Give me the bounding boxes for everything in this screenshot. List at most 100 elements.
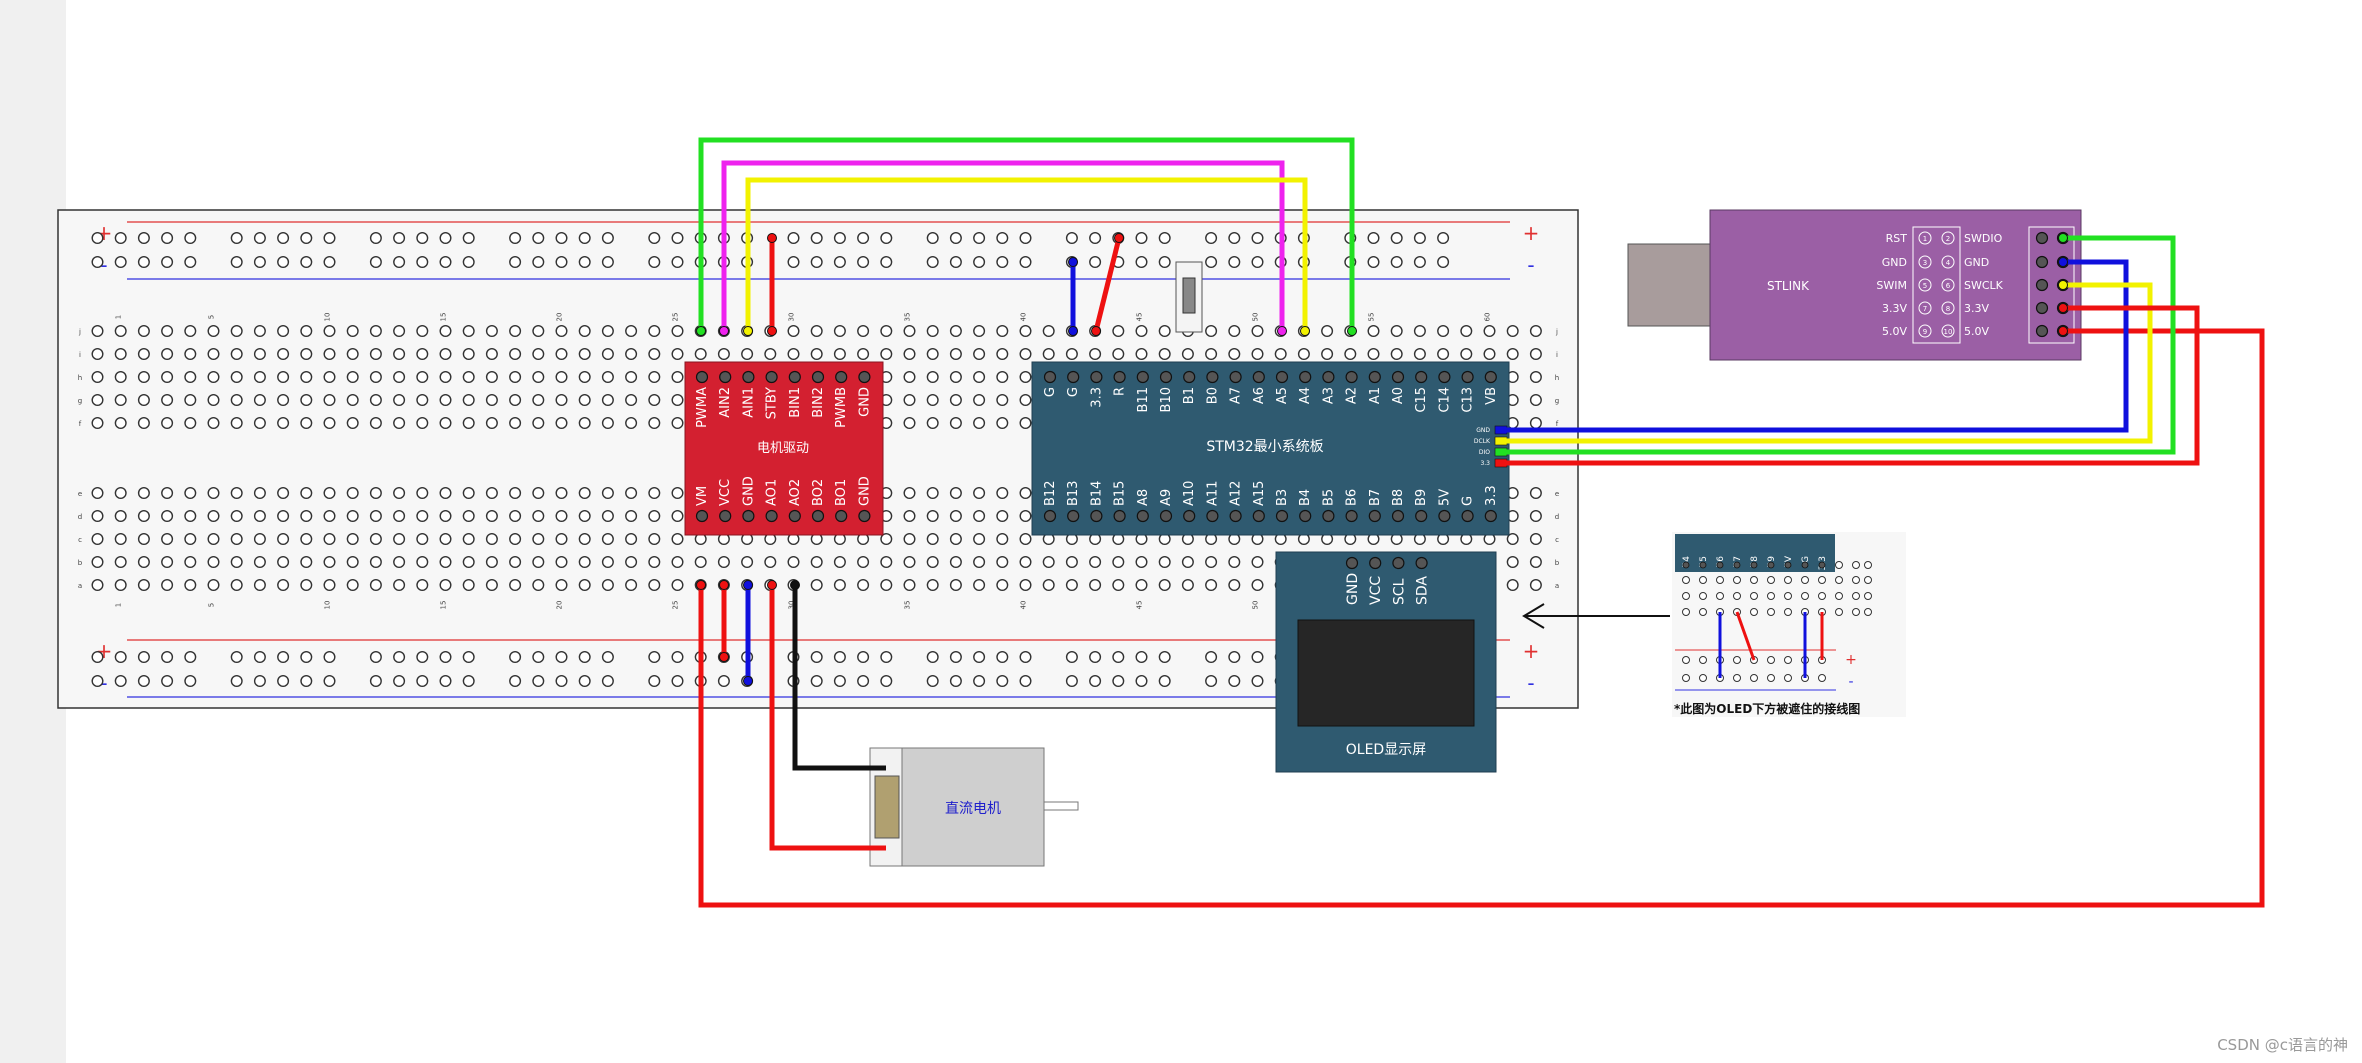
main-hole [671,510,684,523]
wire-end [743,676,753,686]
rail-hole [91,256,104,269]
stm32-bottom-pin-hole [1206,509,1219,523]
main-hole [1181,579,1194,592]
rail-hole [1089,256,1102,269]
main-hole [532,417,545,430]
rail-hole [532,256,545,269]
inset-hole [1852,561,1860,569]
stm32-bottom-pin-hole [1159,509,1173,523]
driver-bottom-pin-hole [719,509,732,523]
driver-bottom-pin-label: BO1 [834,479,849,506]
main-hole [393,556,406,569]
rail-hole [1205,651,1218,664]
column-number-bottom: 30 [788,601,796,610]
main-hole [949,556,962,569]
main-hole [137,556,150,569]
driver-top-pin-label: PWMB [834,387,849,428]
main-hole [973,394,986,407]
driver-bottom-pin-hole [788,509,801,523]
main-hole [532,325,545,338]
main-hole [207,510,220,523]
main-hole [555,371,568,384]
inset-rail-hole [1733,656,1741,664]
main-hole [671,417,684,430]
main-hole [91,371,104,384]
main-hole [671,533,684,546]
rail-hole [601,231,614,244]
main-hole [578,325,591,338]
inset-hole [1801,576,1809,584]
main-hole [949,348,962,361]
stm32-title: STM32最小系统板 [1206,439,1323,455]
stm32-bottom-pin-label: A9 [1159,489,1174,506]
rail-hole [300,651,313,664]
main-hole [346,510,359,523]
inset-pin-hole [1801,561,1809,569]
rail-hole [369,231,382,244]
rail-hole [462,675,475,688]
oled-pin-label: GND [1345,573,1361,605]
rail-hole [161,231,174,244]
rail-hole [1089,231,1102,244]
main-hole [462,533,475,546]
stm32-top-pin-label: A5 [1275,387,1290,404]
main-hole [810,556,823,569]
stlink-header-pin [1941,301,1955,315]
main-hole [1135,556,1148,569]
main-hole [1089,348,1102,361]
driver-top-pin-label: GND [857,387,872,417]
main-hole [1228,579,1241,592]
main-hole [1529,394,1542,407]
rail-hole [300,256,313,269]
stlink-right-label: GND [1964,256,1989,269]
main-hole [1529,348,1542,361]
main-hole [253,556,266,569]
inset-hole [1818,576,1826,584]
column-number-top: 30 [788,313,796,322]
main-hole [485,510,498,523]
rail-hole [91,231,104,244]
stm32-bottom-pin-label: B14 [1089,481,1104,506]
rail-hole [277,256,290,269]
main-hole [1158,556,1171,569]
stlink-connector-pin [2035,255,2049,269]
driver-top-pin-label: BIN2 [811,387,826,418]
row-letter-right: d [1555,513,1559,521]
main-hole [253,348,266,361]
main-hole [926,417,939,430]
inset-hole [1801,592,1809,600]
main-hole [833,325,846,338]
inset-hole [1733,592,1741,600]
rail-hole [114,231,127,244]
inset-hole [1716,576,1724,584]
main-hole [625,325,638,338]
main-hole [323,394,336,407]
wire-end [767,580,777,590]
rail-hole [926,256,939,269]
wire-end [2058,233,2068,243]
driver-bottom-pin-hole [835,509,848,523]
main-hole [323,533,336,546]
rail-hole [787,256,800,269]
main-hole [601,348,614,361]
main-hole [346,556,359,569]
row-letter-left: d [78,513,82,521]
main-hole [462,556,475,569]
main-hole [346,487,359,500]
rail-hole [1413,231,1426,244]
main-hole [509,348,522,361]
rail-hole [509,231,522,244]
main-hole [253,510,266,523]
main-hole [833,579,846,592]
inset-hole [1852,592,1860,600]
main-hole [694,556,707,569]
top-plus-right: + [1523,221,1540,245]
rail-hole [810,231,823,244]
main-hole [439,487,452,500]
stlink-header-number: 4 [1946,259,1951,267]
main-hole [114,510,127,523]
driver-bottom-pin-hole [858,509,871,523]
wire-end [2058,280,2068,290]
oled-pin-hole [1345,556,1359,570]
